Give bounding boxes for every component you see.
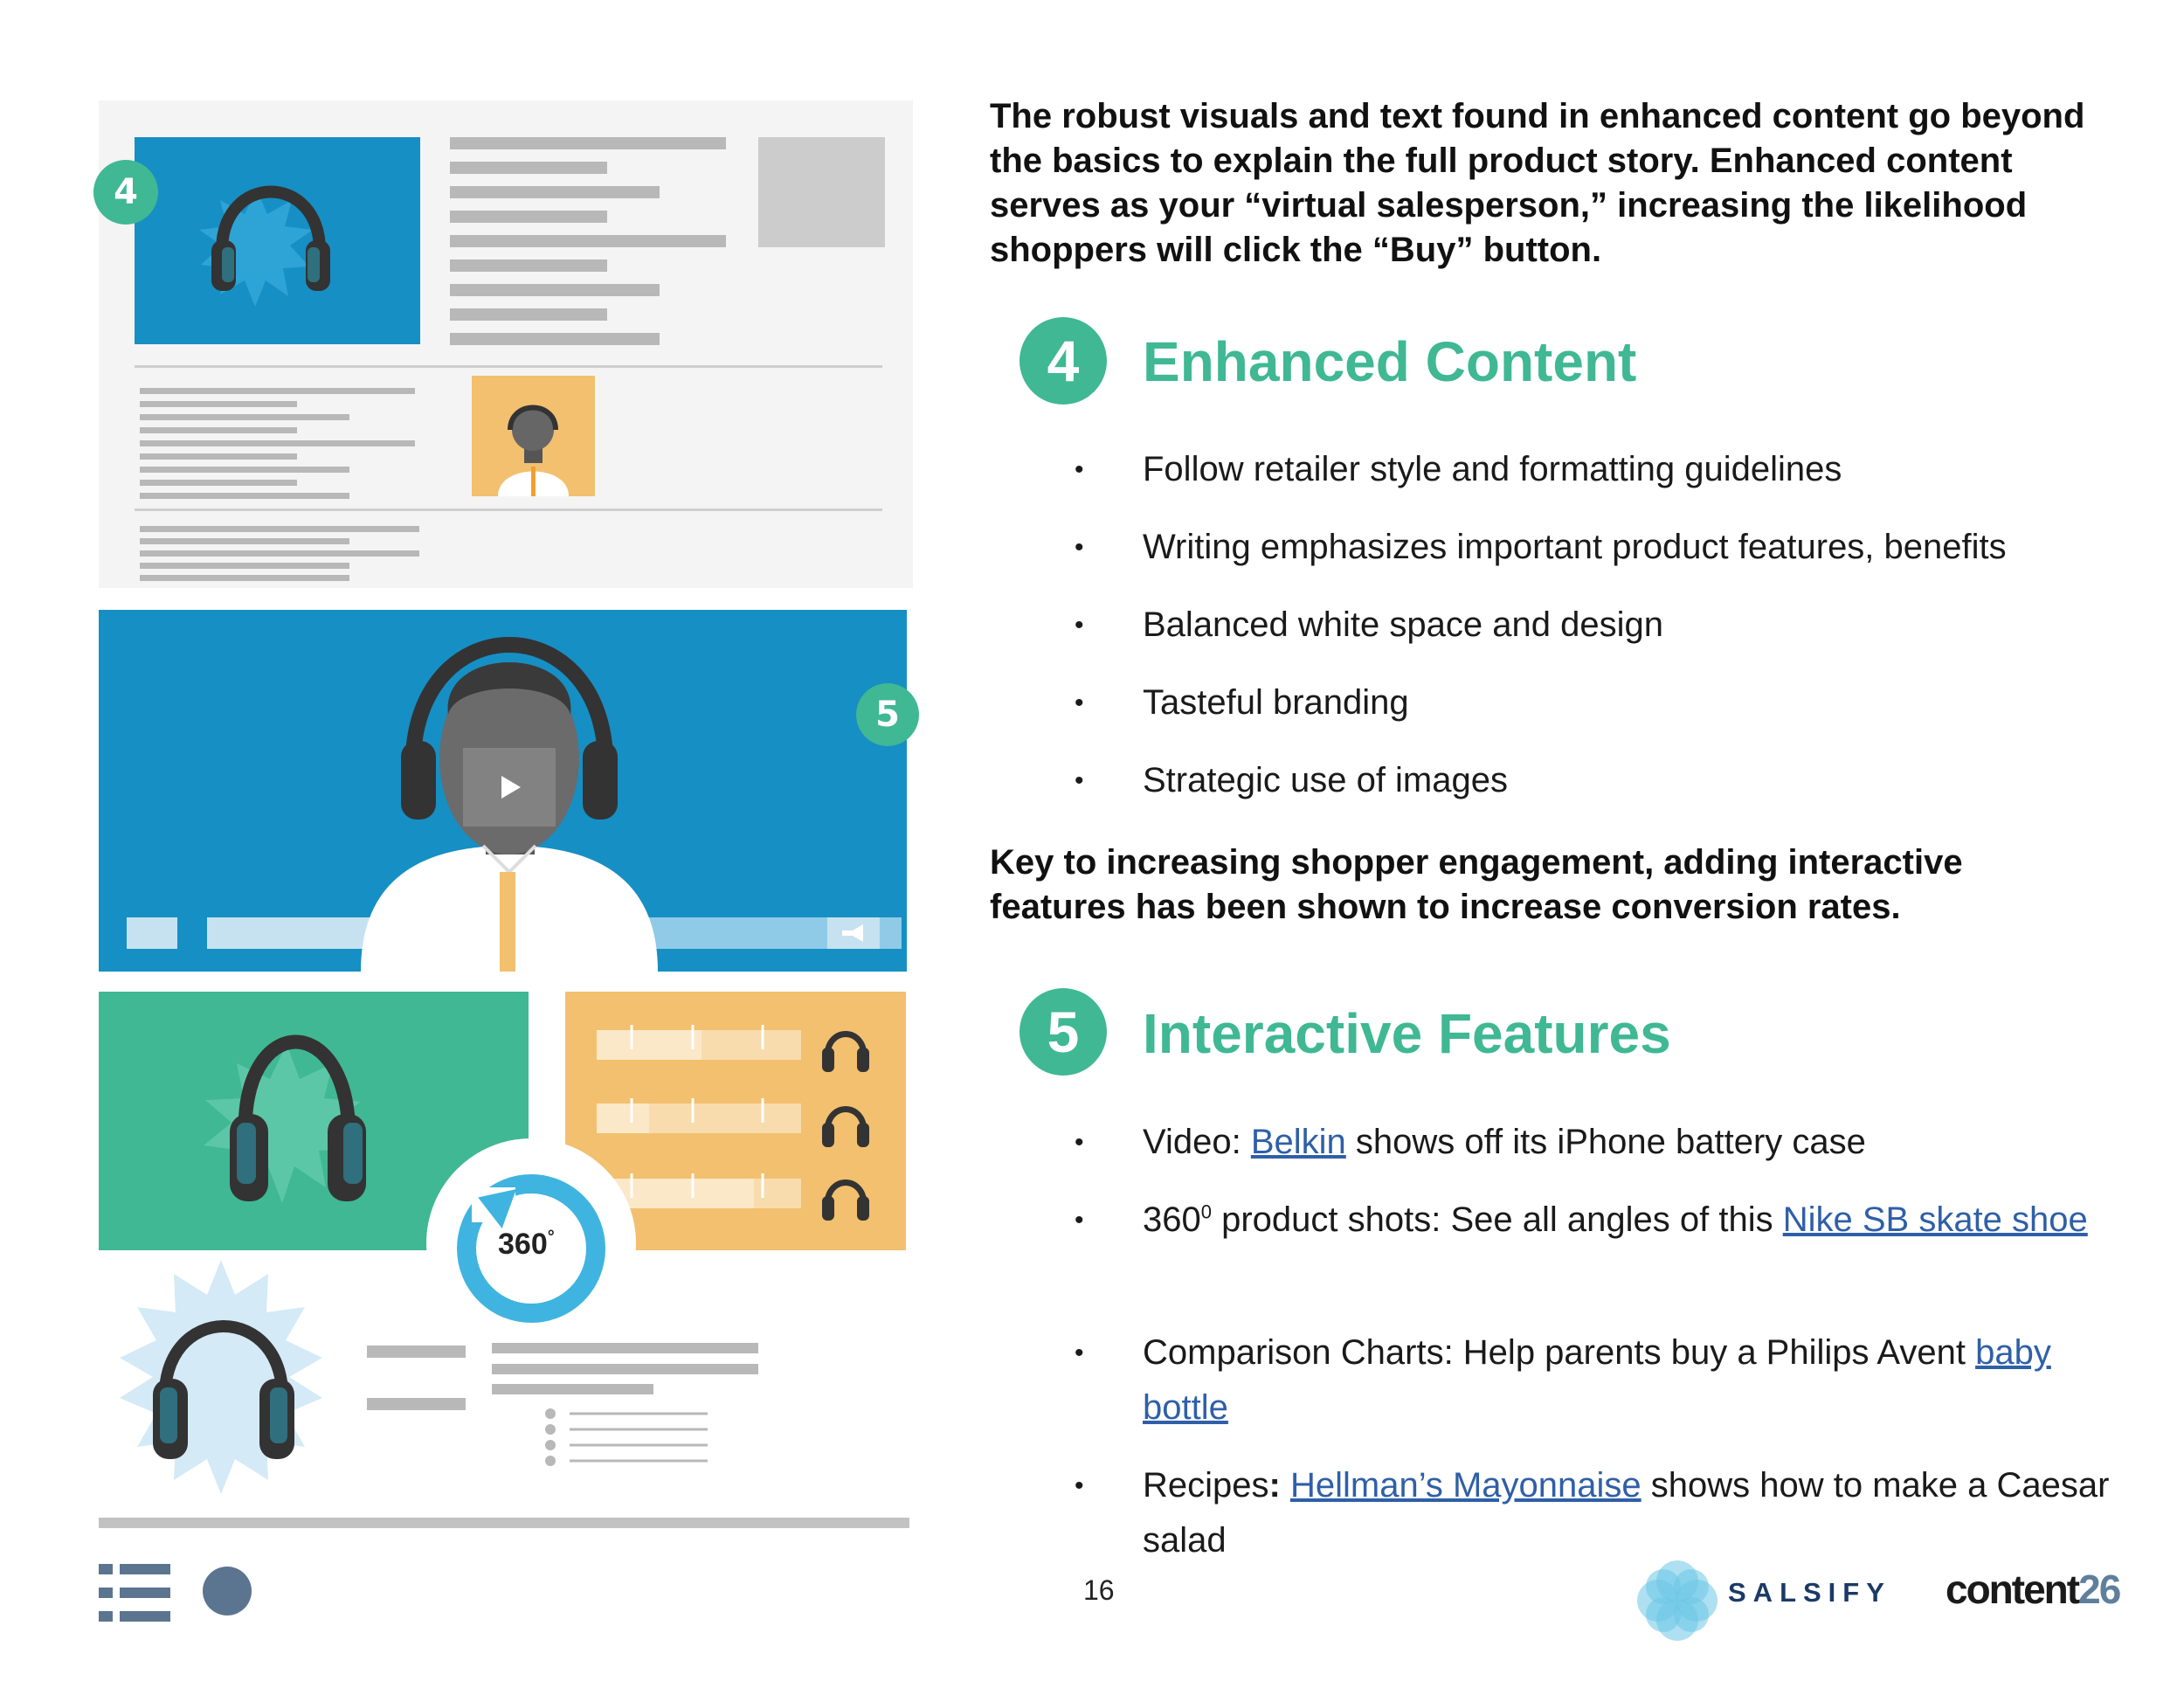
rotate-360-control[interactable]: 360° [426,1138,636,1348]
list-menu-glyph [99,1564,170,1622]
headphones-icon [199,185,330,307]
section-5-number: 5 [1019,988,1107,1076]
illustration-baseline [99,1518,909,1528]
recipe-product-image [99,1256,343,1501]
salsify-flower-logo [1632,1555,1723,1646]
hero-product-image [135,137,420,344]
play-icon [501,776,521,799]
page-number: 16 [1083,1574,1115,1606]
nike-sb-link[interactable]: Nike SB skate shoe [1782,1200,2088,1239]
baby-bottle-link[interactable]: baby bottle [1143,1333,2051,1427]
degree-symbol: ° [547,1228,555,1247]
content26-logo: content26 [1946,1567,2121,1612]
list-menu-icon[interactable] [99,1564,170,1622]
section-5-title: Interactive Features [1143,1002,1671,1065]
comparison-rows [597,1025,869,1221]
video-player[interactable] [99,610,907,972]
callout-badge-5: 5 [856,683,919,746]
rotate-360-icon [457,1174,605,1323]
engagement-note: Key to increasing shopper engagement, ad… [990,843,1963,926]
salsify-flower-icon [1637,1560,1717,1641]
headphones-icon [120,1260,322,1494]
page-dot-icon[interactable] [203,1567,252,1615]
play-button[interactable] [463,748,556,827]
ingredient-list [545,1408,708,1466]
intro-paragraph: The robust visuals and text found in enh… [990,97,2085,269]
volume-button[interactable] [833,920,874,946]
comparison-chart-mockup [565,992,906,1250]
rotate-360-label: 360 [498,1228,548,1261]
callout-badge-4: 4 [93,160,158,225]
thumbnail-placeholder [758,137,885,247]
section-4-title: Enhanced Content [1143,330,1637,393]
360-product-shot [99,992,529,1250]
hellmans-link[interactable]: Hellman’s Mayonnaise [1289,1466,1641,1505]
belkin-link[interactable]: Belkin [1250,1123,1346,1161]
person-with-headphones-icon [498,405,569,496]
headphones-icon [204,1034,366,1203]
section-4-number: 4 [1019,317,1107,405]
megaphone-icon [842,924,863,942]
salsify-wordmark: SALSIFY [1728,1577,1891,1608]
person-thumbnail [472,376,595,496]
